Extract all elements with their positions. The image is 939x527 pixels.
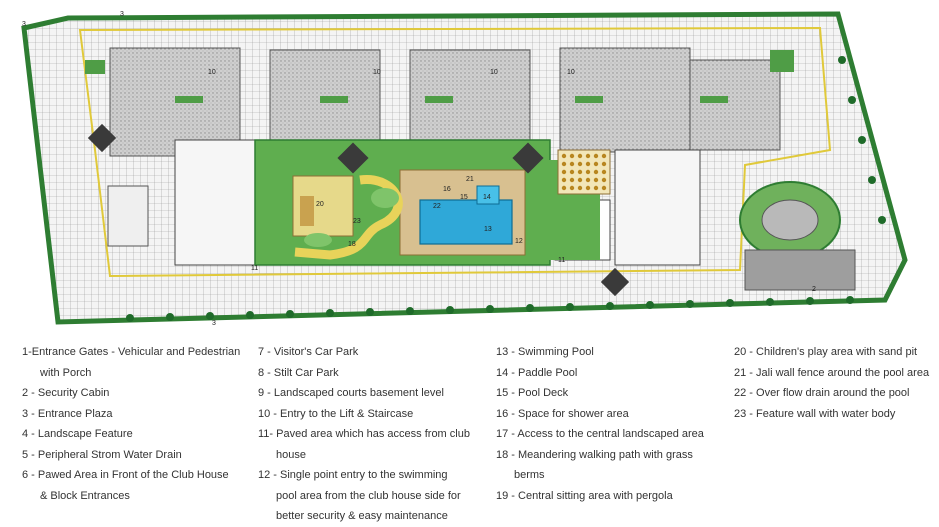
- legend-item-17: 17 - Access to the central landscaped ar…: [496, 428, 704, 440]
- label-play-area: 20: [316, 201, 324, 208]
- label-paved-area-a: 11: [251, 265, 258, 272]
- label-entrance-plaza-top: 3: [120, 11, 124, 18]
- legend-item-6: 6 - Pawed Area in Front of the Club Hous…: [22, 469, 229, 481]
- visitor-parking: [744, 249, 856, 291]
- label-security-cabin: 2: [812, 286, 816, 293]
- label-pool-deck: 15: [460, 194, 468, 201]
- legend-item-3: 3 - Entrance Plaza: [22, 407, 113, 420]
- label-feature-wall: 23: [353, 218, 361, 225]
- legend-item-12-cont-b: better security & easy maintenance: [276, 510, 448, 522]
- legend-item-22: 22 - Over flow drain around the pool: [734, 387, 910, 399]
- green-strips: [85, 50, 794, 103]
- label-paved-area-b: 11: [558, 257, 565, 264]
- label-overflow-drain: 22: [433, 203, 441, 210]
- legend-item-2: 2 - Security Cabin: [22, 387, 110, 399]
- legend-column-2: 7 - Visitor's Car Park 8 - Stilt Car Par…: [258, 342, 488, 527]
- legend-column-4: 20 - Children's play area with sand pit …: [734, 342, 934, 424]
- swimming-pool: [419, 199, 513, 245]
- legend-column-1: 1-Entrance Gates - Vehicular and Pedestr…: [22, 342, 252, 506]
- site-plan: 3 3 3 2 10 10 10 10 13 14 15 16 18 20 21…: [21, 11, 908, 327]
- legend-item-11-cont: house: [276, 448, 306, 461]
- legend-item-18-cont: berms: [514, 469, 545, 481]
- label-shower: 16: [443, 186, 451, 193]
- legend-item-10: 10 - Entry to the Lift & Staircase: [258, 407, 414, 420]
- label-lift-a: 10: [208, 69, 216, 76]
- legend-item-19: 19 - Central sitting area with pergola: [496, 489, 673, 502]
- label-jali-fence: 21: [466, 176, 474, 183]
- legend-item-12-cont-a: pool area from the club house side for: [276, 489, 461, 502]
- label-paddle-pool: 14: [483, 194, 491, 201]
- legend-item-9: 9 - Landscaped courts basement level: [258, 387, 444, 399]
- legend-item-13: 13 - Swimming Pool: [496, 346, 594, 358]
- pergola-sitting-area: [557, 149, 611, 195]
- label-entrance-plaza-left: 3: [22, 21, 26, 28]
- label-lift-b: 10: [373, 69, 381, 76]
- legend-item-18: 18 - Meandering walking path with grass: [496, 448, 693, 461]
- legend-item-8: 8 - Stilt Car Park: [258, 366, 339, 379]
- perimeter-trees: [126, 56, 886, 322]
- legend-item-12: 12 - Single point entry to the swimming: [258, 469, 448, 481]
- label-swimming-pool: 13: [484, 226, 492, 233]
- legend-item-20: 20 - Children's play area with sand pit: [734, 346, 918, 358]
- west-parking: [107, 185, 149, 247]
- label-lift-d: 10: [567, 69, 575, 76]
- legend-item-1-cont: with Porch: [40, 366, 92, 379]
- label-lift-c: 10: [490, 69, 498, 76]
- legend-item-16: 16 - Space for shower area: [496, 407, 629, 420]
- label-pool-entry: 12: [515, 238, 523, 245]
- legend-item-7: 7 - Visitor's Car Park: [258, 346, 359, 358]
- legend-item-14: 14 - Paddle Pool: [496, 366, 578, 379]
- legend-item-21: 21 - Jali wall fence around the pool are…: [734, 366, 930, 379]
- grass-berm-b: [304, 233, 332, 247]
- legend-item-23: 23 - Feature wall with water body: [734, 407, 896, 420]
- legend-item-11: 11- Paved area which has access from clu…: [258, 428, 470, 440]
- grass-berm-a: [371, 188, 399, 208]
- east-garden-ring: [761, 199, 819, 241]
- legend-item-15: 15 - Pool Deck: [496, 387, 569, 399]
- paddle-pool: [476, 185, 500, 205]
- legend-item-1: 1-Entrance Gates - Vehicular and Pedestr…: [22, 346, 241, 358]
- legend-item-6-cont: & Block Entrances: [40, 489, 130, 502]
- walking-path: [294, 175, 403, 260]
- legend-item-5: 5 - Peripheral Strom Water Drain: [22, 448, 182, 461]
- legend-column-3: 13 - Swimming Pool 14 - Paddle Pool 15 -…: [496, 342, 728, 506]
- label-walking-path: 18: [348, 241, 356, 248]
- label-entrance-plaza-bottom: 3: [212, 320, 216, 327]
- legend-item-4: 4 - Landscape Feature: [22, 428, 133, 440]
- play-sandpit: [300, 196, 314, 226]
